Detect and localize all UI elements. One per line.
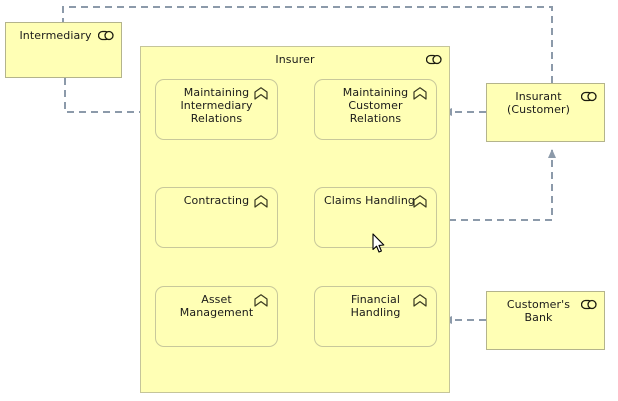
node-financial-handling[interactable]: Financial Handling (314, 286, 437, 347)
business-role-icon (426, 54, 442, 65)
node-claims-handling[interactable]: Claims Handling (314, 187, 437, 248)
node-insurer-label: Insurer (275, 53, 315, 66)
node-customers-bank[interactable]: Customer's Bank (486, 291, 605, 350)
business-function-icon (254, 87, 270, 100)
node-customers-bank-label: Customer's Bank (506, 298, 571, 324)
business-function-icon (413, 87, 429, 100)
node-intermediary-label: Intermediary (19, 29, 92, 42)
node-asset-management-label: Asset Management (179, 293, 254, 319)
node-mir-label: Maintaining Intermediary Relations (180, 86, 253, 125)
node-insurant[interactable]: Insurant (Customer) (486, 83, 605, 142)
business-function-icon (413, 294, 429, 307)
node-insurant-label: Insurant (Customer) (506, 90, 570, 116)
node-asset-management[interactable]: Asset Management (155, 286, 278, 347)
relation-claims-handling-to-insurant (437, 149, 556, 221)
business-function-icon (254, 294, 270, 307)
node-intermediary[interactable]: Intermediary (5, 22, 122, 78)
business-function-icon (413, 195, 429, 208)
node-mcr-label: Maintaining Customer Relations (342, 86, 409, 125)
node-financial-handling-label: Financial Handling (350, 293, 401, 319)
business-role-icon (581, 299, 597, 310)
business-role-icon (581, 91, 597, 102)
node-maintaining-customer-relations[interactable]: Maintaining Customer Relations (314, 79, 437, 140)
business-role-icon (98, 30, 114, 41)
node-contracting-label: Contracting (183, 194, 250, 207)
node-contracting[interactable]: Contracting (155, 187, 278, 248)
business-function-icon (254, 195, 270, 208)
relation-intermediary-to-mir (64, 78, 150, 116)
node-maintaining-intermediary-relations[interactable]: Maintaining Intermediary Relations (155, 79, 278, 140)
node-claims-handling-label: Claims Handling (323, 194, 415, 207)
